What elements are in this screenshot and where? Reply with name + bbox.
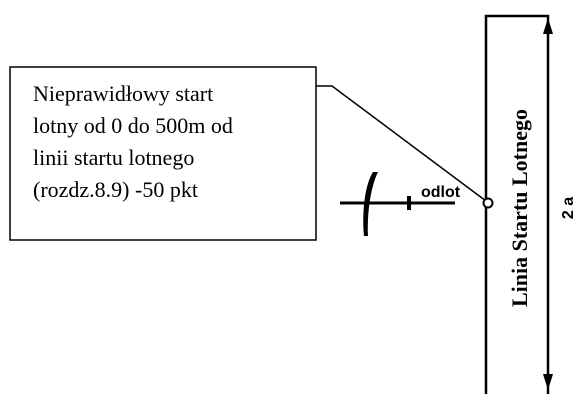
callout-line-4: (rozdz.8.9) -50 pkt bbox=[33, 177, 198, 202]
start-line-label: Linia Startu Lotnego bbox=[507, 109, 532, 307]
callout-line-3: linii startu lotnego bbox=[33, 145, 194, 170]
callout-box bbox=[9, 66, 317, 241]
dimension-label: 2 a bbox=[560, 197, 577, 219]
departure-label: odlot bbox=[421, 184, 461, 201]
glider-icon bbox=[340, 172, 455, 236]
callout-line-2: lotny od 0 do 500m od bbox=[33, 113, 233, 138]
arrow-up-head bbox=[543, 18, 553, 34]
callout-line-1: Nieprawidłowy start bbox=[33, 81, 213, 106]
dimension-arrow bbox=[543, 18, 553, 390]
departure-point bbox=[482, 197, 494, 209]
callout-leader-line bbox=[316, 85, 487, 202]
arrow-down-head bbox=[543, 374, 553, 390]
